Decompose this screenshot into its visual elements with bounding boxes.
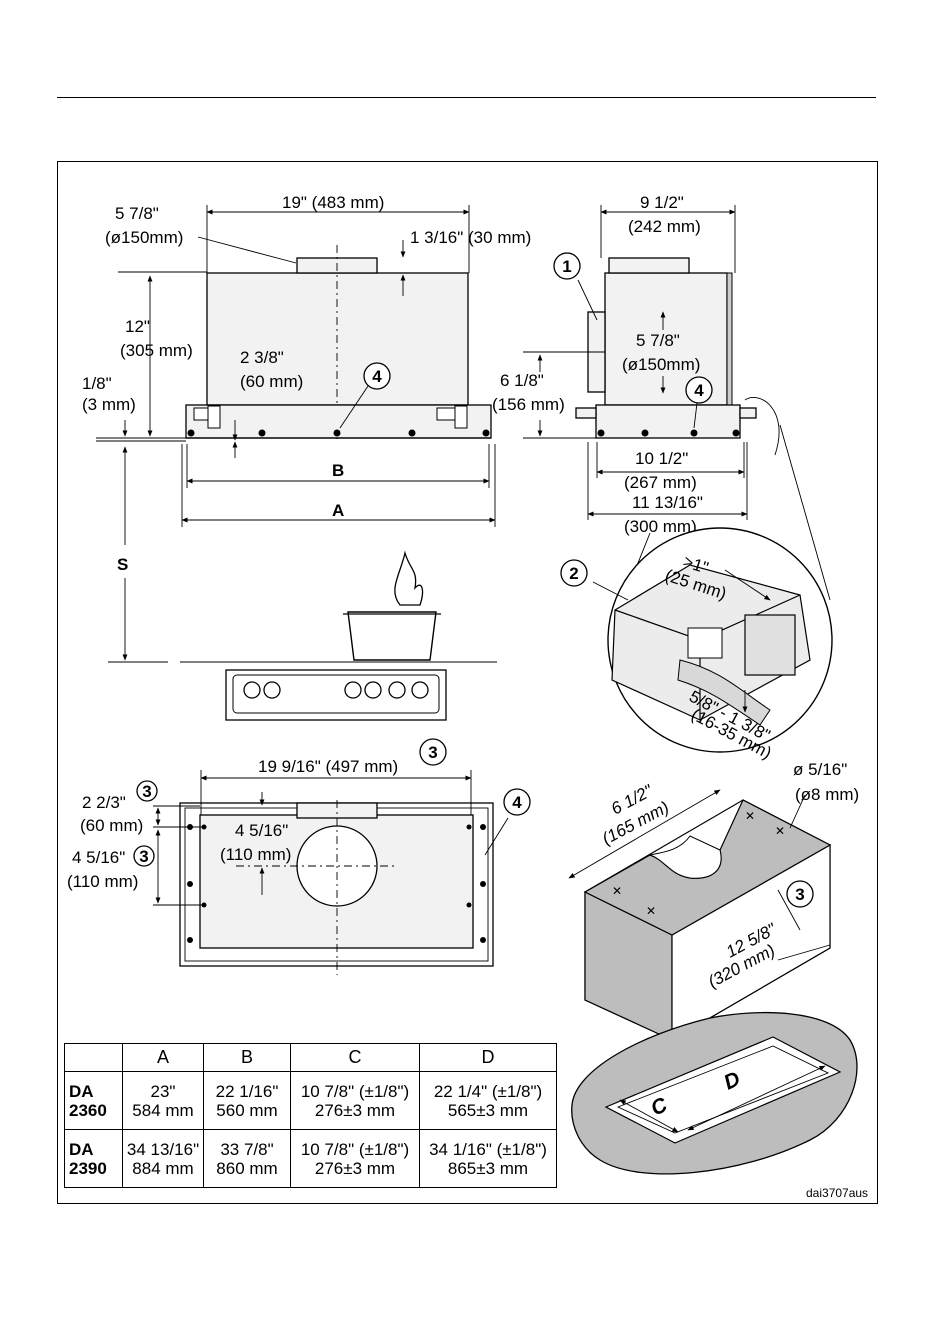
front-gap-a: 1/8": [82, 374, 112, 393]
front-inner-a: 2 3/8": [240, 348, 284, 367]
top-inner-b: (110 mm): [220, 845, 291, 864]
hole-markers: ✕ ✕ ✕ ✕: [612, 809, 785, 918]
front-view-labels: 19" (483 mm) 5 7/8" (ø150mm) 1 3/16" (30…: [82, 193, 531, 574]
side-view-labels: 9 1/2" (242 mm) 5 7/8" (ø150mm) 6 1/8" (…: [492, 193, 703, 536]
side-depth-top-b: (242 mm): [628, 217, 701, 236]
front-height-b: (305 mm): [120, 341, 193, 360]
side-depth-mid-a: 10 1/2": [635, 449, 688, 468]
side-offset-b: (156 mm): [492, 395, 565, 414]
cell-a: 23"584 mm: [122, 1071, 204, 1130]
latch-right-icon: [436, 405, 468, 429]
svg-text:2: 2: [569, 564, 578, 583]
cooking-pot-icon: [343, 550, 441, 661]
svg-text:✕: ✕: [612, 884, 622, 898]
svg-text:4: 4: [372, 367, 382, 386]
detail-circle: [592, 397, 833, 753]
cutout-view: C D: [571, 1011, 858, 1175]
cell-c: 10 7/8" (±1/8")276±3 mm: [290, 1129, 420, 1188]
svg-text:3: 3: [142, 782, 151, 801]
svg-text:3: 3: [139, 847, 148, 866]
duct-diameter-a: 5 7/8": [115, 204, 159, 223]
cooktop-icon: [225, 669, 447, 721]
svg-text:4: 4: [512, 793, 522, 812]
svg-text:3: 3: [428, 743, 437, 762]
label-b: B: [332, 461, 344, 480]
callout-3-left-bot: 3: [133, 845, 155, 867]
svg-text:1: 1: [562, 257, 571, 276]
callout-4-front: 4: [339, 362, 391, 429]
svg-text:3: 3: [795, 885, 804, 904]
callout-4-side: 4: [685, 376, 713, 429]
latch-left-icon: [193, 405, 221, 429]
cell-b: 33 7/8"860 mm: [203, 1129, 291, 1188]
top-left-a: 2 2/3": [82, 793, 126, 812]
cell-c: 10 7/8" (±1/8")276±3 mm: [290, 1071, 420, 1130]
callout-2: 2: [560, 559, 588, 587]
label-s: S: [117, 555, 128, 574]
cell-b: 22 1/16"560 mm: [203, 1071, 291, 1130]
side-depth-mid-b: (267 mm): [624, 473, 697, 492]
table-header: B: [203, 1043, 291, 1072]
top-left-b: (60 mm): [80, 816, 143, 835]
svg-text:✕: ✕: [745, 809, 755, 823]
top-left-bot-a: 4 5/16": [72, 848, 125, 867]
table-header: D: [419, 1043, 557, 1072]
svg-text:✕: ✕: [646, 904, 656, 918]
callout-1: 1: [553, 252, 581, 280]
side-duct-b: (ø150mm): [622, 355, 700, 374]
callout-3-left-top: 3: [136, 780, 158, 802]
front-view: [96, 205, 497, 663]
side-view: [523, 205, 757, 520]
table-header-row: A B C D: [64, 1043, 557, 1072]
cell-a: 34 13/16"884 mm: [122, 1129, 204, 1188]
template-hole-b: (ø8 mm): [795, 785, 859, 804]
cell-d: 22 1/4" (±1/8")565±3 mm: [419, 1071, 557, 1130]
template-hole-a: ø 5/16": [793, 760, 847, 779]
side-offset-a: 6 1/8": [500, 371, 544, 390]
cell-d: 34 1/16" (±1/8")865±3 mm: [419, 1129, 557, 1188]
svg-text:✕: ✕: [775, 824, 785, 838]
front-width-top: 19" (483 mm): [282, 193, 384, 212]
front-gap-b: (3 mm): [82, 395, 136, 414]
top-inner-a: 4 5/16": [235, 821, 288, 840]
callout-3-top: 3: [419, 738, 447, 766]
duct-diameter-b: (ø150mm): [105, 228, 183, 247]
callout-4-top: 4: [503, 788, 531, 816]
top-left-bot-b: (110 mm): [67, 872, 138, 891]
front-height-a: 12": [125, 317, 150, 336]
figure-code: dai3707aus: [806, 1186, 869, 1200]
top-view: [153, 770, 509, 975]
top-view-labels: 19 9/16" (497 mm) 2 2/3" (60 mm) 4 5/16"…: [67, 757, 398, 891]
label-a: A: [332, 501, 344, 520]
side-depth-top-a: 9 1/2": [640, 193, 684, 212]
callout-3-template: 3: [786, 880, 814, 908]
top-width: 19 9/16" (497 mm): [258, 757, 398, 776]
mounting-dots-front: [187, 429, 490, 437]
table-header: A: [122, 1043, 204, 1072]
duct-height: 1 3/16" (30 mm): [410, 228, 531, 247]
side-depth-bot-b: (300 mm): [624, 517, 697, 536]
side-duct-a: 5 7/8": [636, 331, 680, 350]
svg-text:4: 4: [694, 381, 704, 400]
hood-body-front: [206, 272, 469, 406]
side-depth-bot-a: 11 13/16": [632, 493, 703, 512]
front-inner-b: (60 mm): [240, 372, 303, 391]
table-header: [64, 1043, 123, 1072]
figure-frame: [57, 161, 878, 1204]
header-rule: [57, 97, 876, 98]
table-header: C: [290, 1043, 420, 1072]
